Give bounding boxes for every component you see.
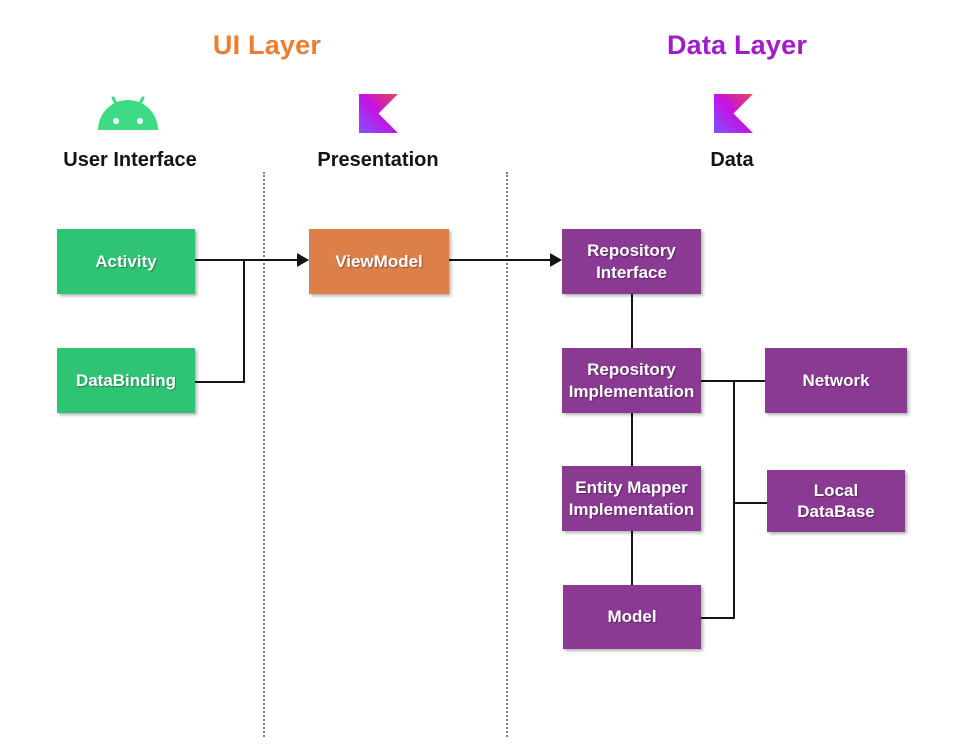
node-entity-mapper-implementation: Entity Mapper Implementation xyxy=(562,466,701,531)
node-repository-interface: Repository Interface xyxy=(562,229,701,294)
kotlin-icon xyxy=(714,94,753,133)
connector-databinding-junction xyxy=(243,259,245,383)
connector-viewmodel-repository xyxy=(449,259,551,261)
connector-interface-implementation xyxy=(631,294,633,348)
column-label-data: Data xyxy=(710,149,754,171)
node-local-database-line1: Local xyxy=(813,480,859,500)
node-entity-mapper-line2: Implementation xyxy=(568,499,695,519)
node-model: Model xyxy=(563,585,701,649)
arrowhead-into-repository-interface xyxy=(550,253,562,267)
node-entity-mapper-line1: Entity Mapper xyxy=(575,478,688,498)
node-network: Network xyxy=(765,348,907,413)
divider-presentation-data xyxy=(506,172,508,737)
node-model-label: Model xyxy=(607,607,657,627)
node-network-label: Network xyxy=(802,370,870,390)
node-repository-implementation: Repository Implementation xyxy=(562,348,701,413)
android-icon xyxy=(98,96,158,130)
column-label-presentation: Presentation xyxy=(317,149,439,171)
data-layer-title: Data Layer xyxy=(666,30,808,60)
node-activity-label: Activity xyxy=(95,251,157,271)
node-repository-interface-line2: Interface xyxy=(596,262,667,282)
connector-mapper-model xyxy=(631,531,633,585)
node-activity: Activity xyxy=(57,229,195,294)
connector-activity-viewmodel xyxy=(195,259,298,261)
kotlin-icon xyxy=(359,94,398,133)
node-local-database-line2: DataBase xyxy=(797,502,875,521)
node-viewmodel: ViewModel xyxy=(309,229,449,294)
node-repository-implementation-line1: Repository xyxy=(587,360,676,380)
node-databinding: DataBinding xyxy=(57,348,195,413)
node-local-database: Local DataBase xyxy=(767,470,905,532)
arrowhead-into-viewmodel xyxy=(297,253,309,267)
connector-branch-vertical xyxy=(733,380,735,619)
connector-implementation-mapper xyxy=(631,413,633,466)
connector-databinding-horizontal xyxy=(195,381,245,383)
node-repository-interface-line1: Repository xyxy=(587,241,676,261)
node-repository-implementation-line2: Implementation xyxy=(568,381,695,401)
node-viewmodel-label: ViewModel xyxy=(335,251,423,271)
ui-layer-title: UI Layer xyxy=(212,30,322,60)
divider-ui-presentation xyxy=(263,172,265,737)
node-databinding-label: DataBinding xyxy=(75,370,177,390)
column-label-user-interface: User Interface xyxy=(63,149,197,171)
connector-branch-localdatabase xyxy=(734,502,767,504)
connector-model-branch xyxy=(701,617,734,619)
